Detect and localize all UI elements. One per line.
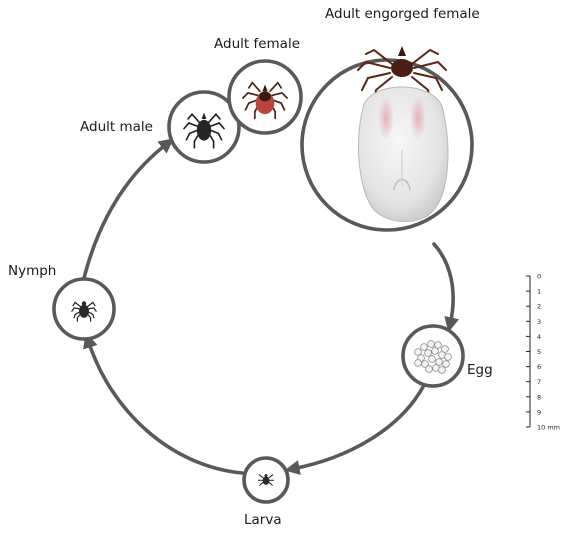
arrow-egg-to-larva <box>292 387 423 469</box>
arrow-nymph-to-adult-male <box>84 143 168 278</box>
scale-tick-label: 1 <box>537 288 541 296</box>
arrow-larva-to-nymph <box>88 340 242 473</box>
nymph-node <box>54 279 114 339</box>
label-egg: Egg <box>467 362 493 378</box>
adult-engorged-female-node <box>302 46 472 230</box>
egg-node <box>403 326 463 386</box>
arrow-engorged-to-egg <box>434 244 453 325</box>
label-adult-engorged-female: Adult engorged female <box>325 6 480 22</box>
label-nymph: Nymph <box>8 263 56 279</box>
scale-tick-label: 7 <box>537 378 541 386</box>
scale-tick-label: 5 <box>537 348 541 356</box>
larva-node <box>244 458 288 502</box>
scale-tick-label: 3 <box>537 318 541 326</box>
label-adult-female: Adult female <box>214 36 300 52</box>
scale-tick-label: 9 <box>537 408 541 416</box>
scale-tick-label: 10 mm <box>537 424 560 432</box>
scale-tick-label: 2 <box>537 303 541 311</box>
label-adult-male: Adult male <box>80 119 153 135</box>
adult-female-node <box>229 61 301 133</box>
label-larva: Larva <box>244 512 282 528</box>
scale-tick-label: 4 <box>537 333 541 341</box>
scale-tick-label: 6 <box>537 363 541 371</box>
size-scale: 0 1 2 3 4 5 6 7 8 9 10 mm <box>526 273 560 432</box>
scale-tick-label: 0 <box>537 273 541 281</box>
scale-tick-label: 8 <box>537 393 541 401</box>
